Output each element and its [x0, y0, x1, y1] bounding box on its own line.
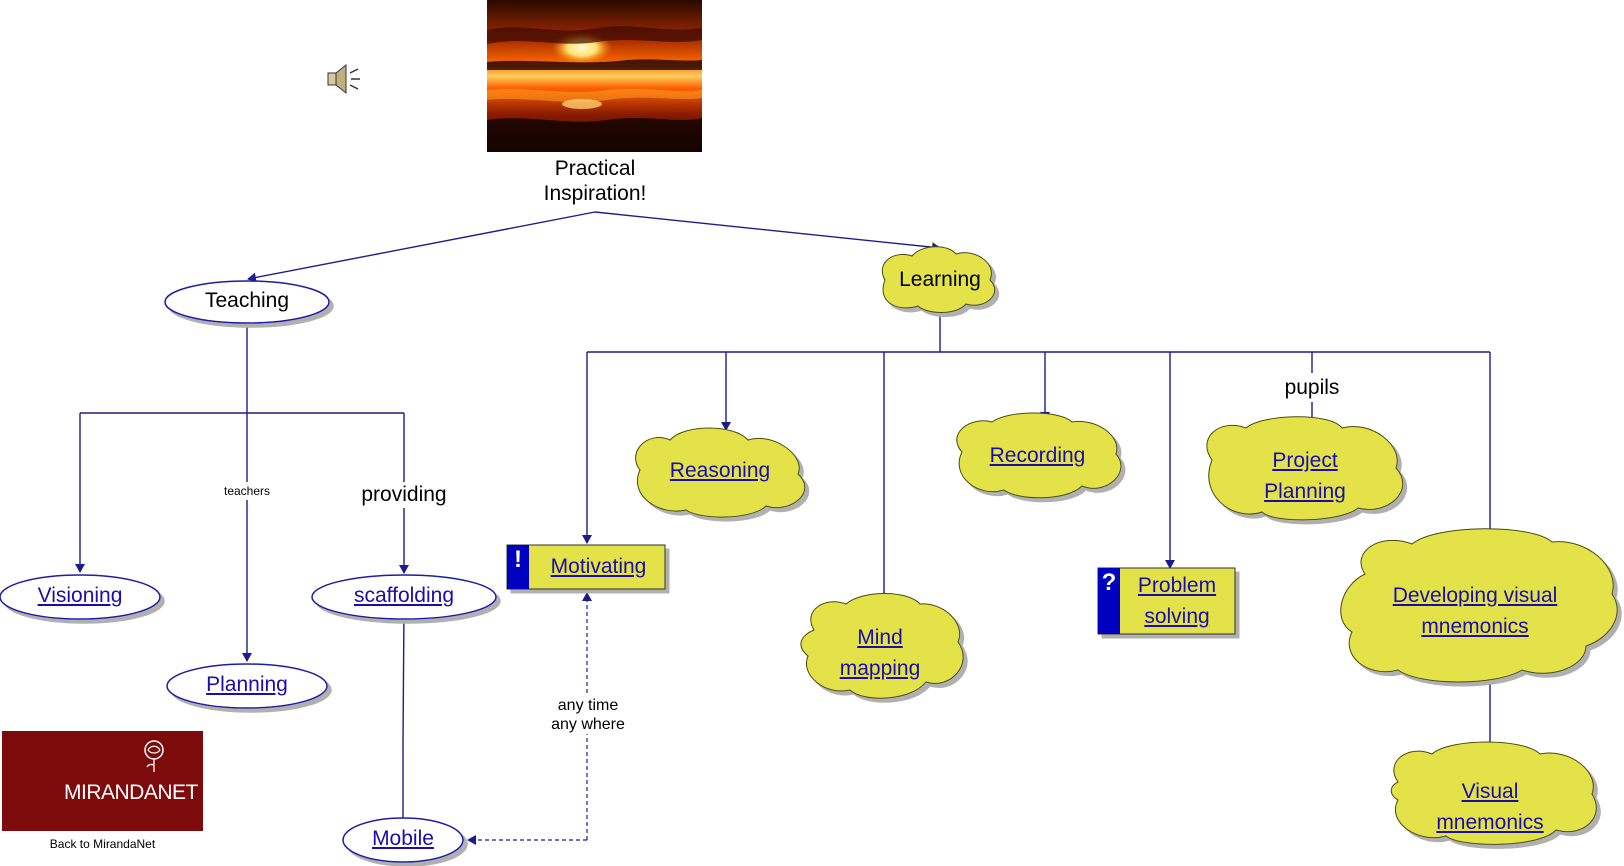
- any-where-line: any where: [551, 716, 625, 734]
- page-title: Practical Inspiration!: [520, 156, 670, 206]
- project-planning-line-1: Project: [1272, 449, 1338, 472]
- mirandanet-logo-text: MIRANDANET: [64, 781, 198, 804]
- motivating-marker-bg: [507, 545, 529, 589]
- cloud-nodes: [635, 246, 1618, 845]
- rect-nodes: [506, 544, 1236, 635]
- learning-node[interactable]: Learning: [899, 268, 981, 291]
- mind-mapping-line-1: Mind: [857, 626, 903, 649]
- speaker-glyph: [327, 63, 360, 95]
- motivating-link[interactable]: Motivating: [550, 555, 647, 578]
- visioning-link[interactable]: Visioning: [37, 584, 123, 607]
- teachers-label: teachers: [207, 484, 287, 499]
- project-planning-link[interactable]: Project Planning: [1225, 445, 1385, 507]
- project-planning-line-2: Planning: [1264, 480, 1346, 503]
- mobile-link[interactable]: Mobile: [372, 827, 434, 850]
- mind-mapping-line-2: mapping: [839, 657, 921, 680]
- speaker-icon[interactable]: [326, 62, 366, 96]
- back-to-mirandanet-link[interactable]: Back to MirandaNet: [49, 837, 156, 851]
- visual-mnemonics-link[interactable]: Visual mnemonics: [1410, 776, 1570, 838]
- rose-icon: [144, 740, 164, 772]
- visual-mnemonics-line-1: Visual: [1461, 780, 1519, 803]
- problem-solving-link[interactable]: Problem solving: [1122, 570, 1232, 632]
- developing-visual-line-1: Developing visual: [1392, 584, 1558, 607]
- problem-marker-bg: [1098, 568, 1120, 634]
- visual-mnemonics-line-2: mnemonics: [1436, 811, 1544, 834]
- recording-cloud: [956, 412, 1122, 499]
- planning-node-shape: [166, 663, 328, 709]
- motivating-box: [506, 544, 666, 590]
- providing-label: providing: [344, 482, 464, 508]
- dashed-connector: [467, 592, 592, 845]
- any-time-line: any time: [557, 697, 619, 714]
- problem-solving-line-2: solving: [1144, 605, 1210, 628]
- ellipse-nodes: [0, 280, 497, 863]
- any-time-label: any time any where: [530, 696, 646, 735]
- visual-mnemonics-cloud: [1390, 741, 1597, 845]
- mind-mapping-link[interactable]: Mind mapping: [810, 622, 950, 684]
- developing-visual-cloud: [1340, 528, 1618, 683]
- visioning-node-shape: [0, 574, 161, 620]
- title-line-2: Inspiration!: [543, 182, 647, 206]
- reasoning-link[interactable]: Reasoning: [669, 459, 771, 482]
- sunset-photo: [487, 0, 702, 152]
- scaffolding-node-shape: [311, 574, 497, 620]
- pupils-label: pupils: [1262, 375, 1362, 401]
- learning-cloud: [882, 246, 996, 313]
- mirandanet-logo[interactable]: MIRANDANET: [2, 731, 203, 831]
- reasoning-cloud: [635, 427, 806, 518]
- planning-link[interactable]: Planning: [206, 673, 288, 696]
- mind-mapping-cloud: [800, 593, 964, 699]
- developing-visual-line-2: mnemonics: [1421, 615, 1529, 638]
- developing-visual-link[interactable]: Developing visual mnemonics: [1360, 580, 1590, 642]
- title-line-1: Practical: [554, 157, 636, 180]
- question-icon: ?: [1101, 569, 1117, 596]
- teaching-node[interactable]: Teaching: [204, 289, 290, 312]
- mobile-node-shape: [342, 817, 464, 863]
- project-planning-cloud: [1206, 416, 1404, 521]
- recording-link[interactable]: Recording: [989, 444, 1086, 467]
- scaffolding-link[interactable]: scaffolding: [353, 584, 455, 607]
- exclamation-icon: !: [514, 546, 522, 573]
- sunset-graphic: [487, 0, 702, 152]
- problem-solving-line-1: Problem: [1137, 574, 1217, 597]
- problem-solving-box: [1097, 567, 1236, 635]
- teaching-node-shape: [164, 280, 330, 324]
